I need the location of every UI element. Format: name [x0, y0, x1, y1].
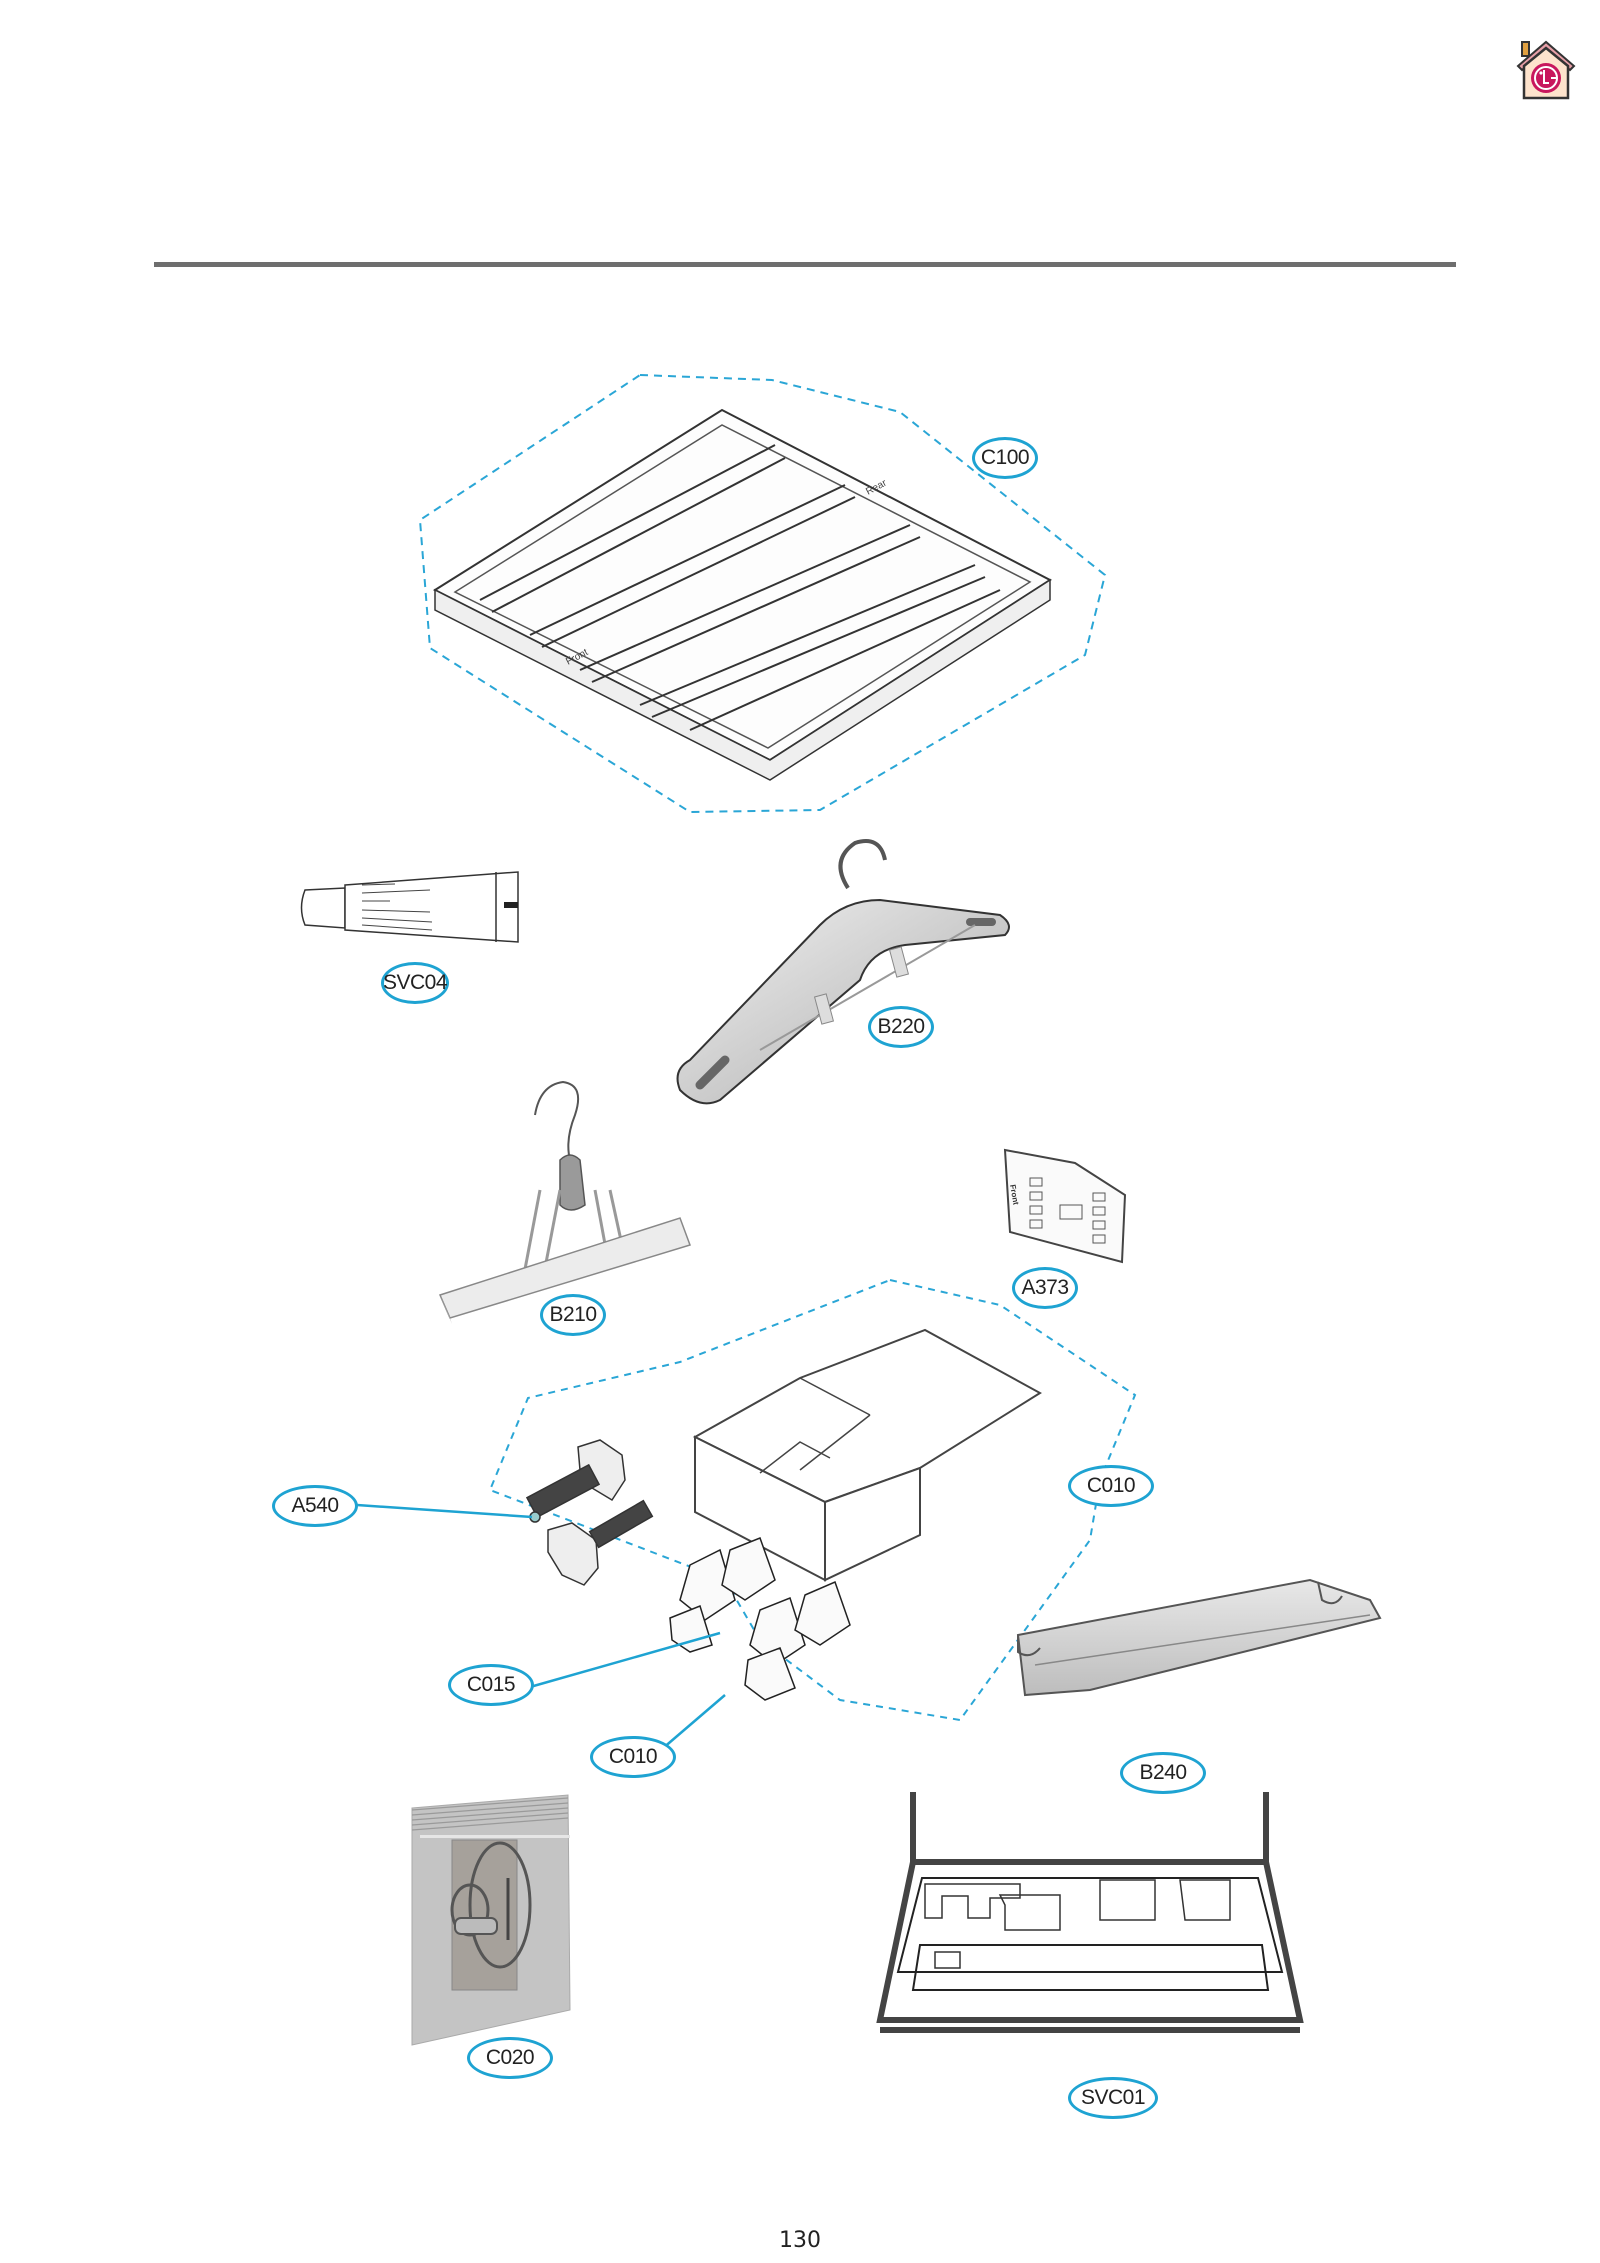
b210-trouser-hanger	[438, 1080, 691, 1324]
b220-clothes-hanger	[676, 839, 1010, 1105]
header-divider	[154, 262, 1456, 267]
c010-accessory-box-group	[488, 1278, 1137, 1722]
page-number: 130	[779, 2228, 821, 2253]
callout-a373: A373	[1012, 1267, 1078, 1309]
a373-filter-card: Front	[1003, 1148, 1127, 1264]
svc04-tube	[300, 871, 519, 943]
callout-c010-bottom: C010	[590, 1736, 676, 1778]
callout-b240: B240	[1120, 1752, 1206, 1794]
callout-b220: B220	[868, 1006, 934, 1048]
svc01-packing-insert	[876, 1792, 1304, 2033]
b240-shelf-tray	[1016, 1578, 1382, 1697]
lg-home-icon[interactable]	[1512, 36, 1580, 104]
c020-parts-bag	[411, 1794, 571, 2046]
c100-drying-rack: Rear Front	[418, 373, 1107, 814]
callout-c020: C020	[467, 2037, 553, 2079]
callout-svc04: SVC04	[381, 962, 449, 1004]
leader-lines	[356, 1503, 726, 1756]
callout-svc01: SVC01	[1068, 2077, 1158, 2119]
callout-c015: C015	[448, 1664, 534, 1706]
callout-b210: B210	[540, 1294, 606, 1336]
callout-c100: C100	[972, 437, 1038, 479]
svg-text:Front: Front	[1008, 1184, 1020, 1206]
callout-c010-right: C010	[1068, 1465, 1154, 1507]
callout-a540: A540	[272, 1485, 358, 1527]
